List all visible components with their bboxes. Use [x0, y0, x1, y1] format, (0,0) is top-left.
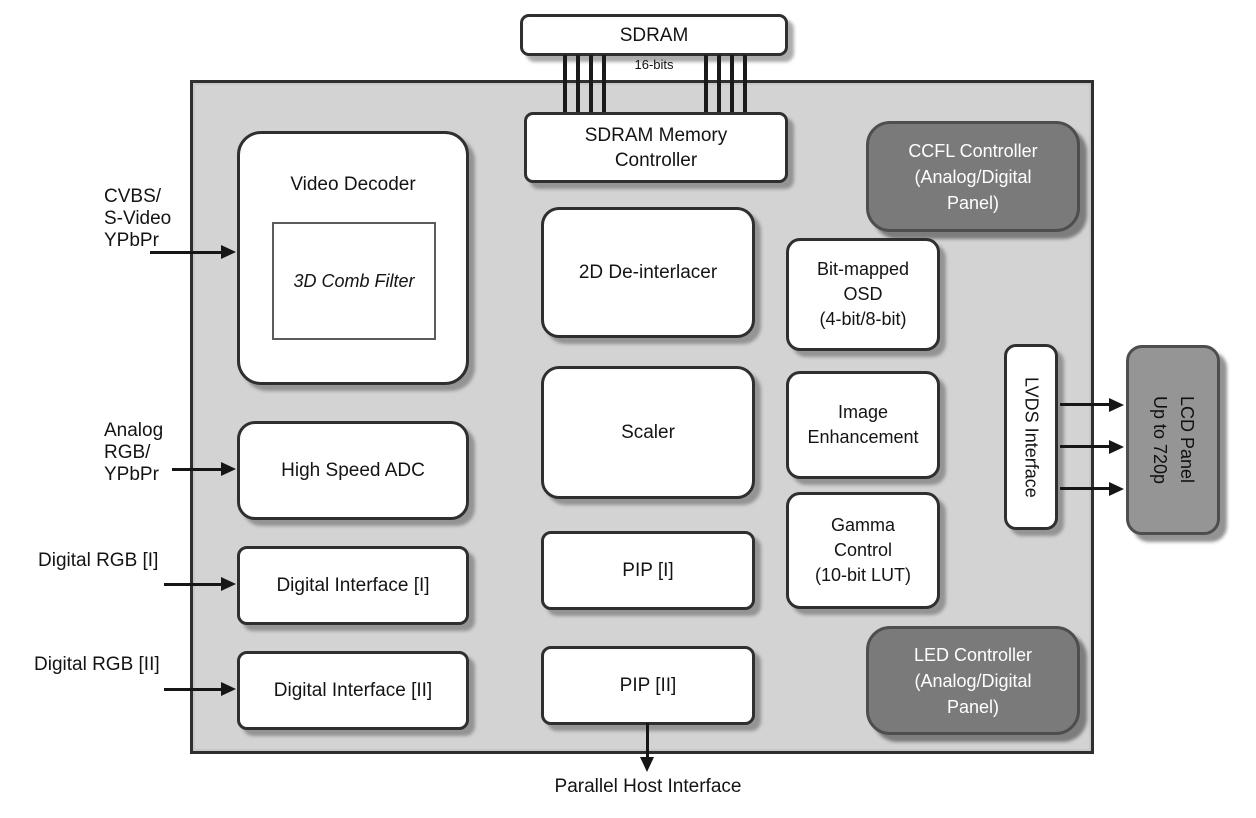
memory-bus-line	[563, 55, 567, 113]
memory-bus-line	[717, 55, 721, 113]
block-label: Control	[833, 540, 893, 560]
sdram-label: SDRAM	[619, 24, 689, 46]
block-label: High Speed ADC	[281, 460, 425, 481]
block-label: LVDS Interface	[1021, 376, 1042, 498]
block-label: Video Decoder	[290, 174, 416, 195]
block-gamma-control: Gamma Control (10-bit LUT)	[786, 492, 940, 609]
block-sdram-memory-controller: SDRAM Memory Controller	[524, 112, 788, 183]
block-bitmapped-osd: Bit-mapped OSD (4-bit/8-bit)	[786, 238, 940, 351]
cvbs-connector	[150, 251, 222, 254]
memory-bus-line	[730, 55, 734, 113]
input-label-line: Analog	[104, 420, 164, 441]
block-label: Bit-mapped	[816, 259, 910, 279]
block-high-speed-adc: High Speed ADC	[237, 421, 469, 520]
lcd-panel-label: LCD Panel Up to 720p	[1146, 396, 1200, 484]
block-pip-1: PIP [I]	[541, 531, 755, 610]
block-led-controller: LED Controller (Analog/Digital Panel)	[866, 626, 1080, 735]
block-ccfl-controller: CCFL Controller (Analog/Digital Panel)	[866, 121, 1080, 232]
block-lvds-interface: LVDS Interface	[1004, 344, 1058, 530]
input-label-line: RGB/	[104, 442, 151, 463]
block-label: Image	[837, 402, 889, 422]
host-interface-connector	[646, 723, 649, 759]
input-label-line: Digital RGB [I]	[38, 550, 159, 571]
bus-width-label: 16-bits	[634, 57, 674, 72]
arrow-right-icon	[221, 682, 236, 696]
analog-rgb-connector	[172, 468, 222, 471]
block-label: Digital Interface [II]	[273, 680, 433, 701]
input-label-line: Digital RGB [II]	[34, 654, 160, 675]
output-label-host-interface: Parallel Host Interface	[554, 776, 742, 797]
arrow-down-icon	[640, 757, 654, 772]
block-2d-deinterlacer: 2D De-interlacer	[541, 207, 755, 338]
block-label: Controller	[614, 149, 698, 171]
block-label: 3D Comb Filter	[293, 270, 415, 291]
lvds-lcd-connector	[1060, 403, 1110, 406]
block-label: Up to 720p	[1150, 395, 1170, 485]
block-label: (Analog/Digital	[914, 166, 1032, 187]
block-label: (Analog/Digital	[914, 670, 1032, 691]
block-label: PIP [I]	[622, 560, 674, 581]
memory-bus-line	[743, 55, 747, 113]
input-label-digital-rgb-2: Digital RGB [II]	[34, 654, 160, 676]
memory-bus-line	[576, 55, 580, 113]
memory-bus-line	[602, 55, 606, 113]
block-3d-comb-filter: 3D Comb Filter	[272, 222, 436, 340]
block-label: Gamma	[830, 515, 895, 535]
block-label: PIP [II]	[619, 675, 677, 696]
arrow-right-icon	[1109, 440, 1124, 454]
block-label: SDRAM Memory	[584, 124, 728, 146]
block-label: Enhancement	[807, 427, 919, 447]
block-digital-interface-2: Digital Interface [II]	[237, 651, 469, 730]
digital-rgb-1-connector	[164, 583, 222, 586]
block-video-decoder: Video Decoder 3D Comb Filter	[237, 131, 469, 385]
memory-bus-line	[704, 55, 708, 113]
arrow-right-icon	[221, 245, 236, 259]
input-label-cvbs: CVBS/ S-Video YPbPr	[104, 186, 171, 252]
input-label-line: CVBS/	[104, 186, 162, 207]
memory-bus-line	[589, 55, 593, 113]
input-label-line: S-Video	[104, 208, 172, 229]
block-label: 2D De-interlacer	[578, 262, 718, 283]
lvds-lcd-connector	[1060, 445, 1110, 448]
arrow-right-icon	[1109, 398, 1124, 412]
block-digital-interface-1: Digital Interface [I]	[237, 546, 469, 625]
input-label-analog-rgb: Analog RGB/ YPbPr	[104, 420, 163, 486]
block-label: (4-bit/8-bit)	[819, 309, 907, 329]
input-label-digital-rgb-1: Digital RGB [I]	[38, 550, 158, 572]
block-scaler: Scaler	[541, 366, 755, 499]
block-label: CCFL Controller	[908, 140, 1038, 161]
block-label: Scaler	[621, 422, 675, 443]
input-label-line: YPbPr	[104, 464, 159, 485]
block-pip-2: PIP [II]	[541, 646, 755, 725]
block-image-enhancement: Image Enhancement	[786, 371, 940, 479]
lvds-lcd-connector	[1060, 487, 1110, 490]
digital-rgb-2-connector	[164, 688, 222, 691]
block-label: Digital Interface [I]	[276, 575, 430, 596]
block-label: Panel)	[946, 696, 1000, 717]
block-label: OSD	[843, 284, 883, 304]
block-label: Panel)	[946, 192, 1000, 213]
arrow-right-icon	[1109, 482, 1124, 496]
arrow-right-icon	[221, 462, 236, 476]
block-sdram: SDRAM	[520, 14, 788, 56]
arrow-right-icon	[221, 577, 236, 591]
block-label: (10-bit LUT)	[814, 565, 912, 585]
block-lcd-panel: LCD Panel Up to 720p	[1126, 345, 1220, 535]
block-label: LED Controller	[913, 644, 1033, 665]
block-label: LCD Panel	[1177, 396, 1197, 484]
input-label-line: YPbPr	[104, 230, 159, 251]
